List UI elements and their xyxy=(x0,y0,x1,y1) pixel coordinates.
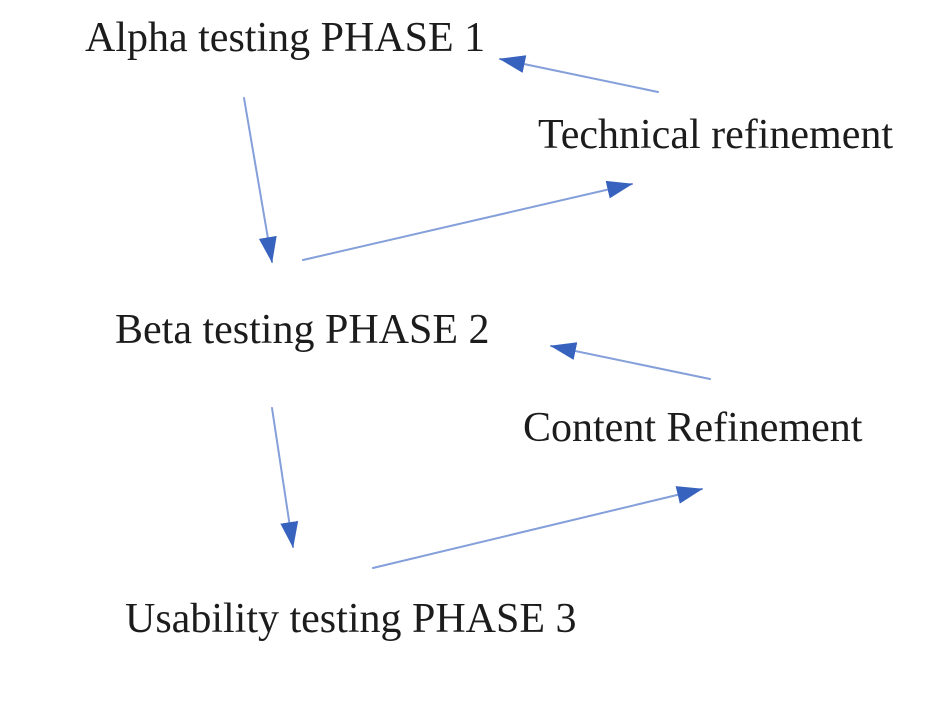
arrow-usability-to-content xyxy=(372,486,703,569)
arrow-content-to-beta xyxy=(550,342,711,380)
arrow-alpha-to-beta xyxy=(243,97,277,263)
node-technical-refinement: Technical refinement xyxy=(538,112,894,158)
arrow-beta-to-technical xyxy=(302,180,633,261)
node-content-refinement: Content Refinement xyxy=(523,405,863,451)
node-beta-testing-phase-2: Beta testing PHASE 2 xyxy=(115,307,490,353)
node-alpha-testing-phase-1: Alpha testing PHASE 1 xyxy=(85,15,486,61)
node-usability-testing-phase-3: Usability testing PHASE 3 xyxy=(125,596,577,642)
arrow-beta-to-usability xyxy=(271,407,299,548)
arrow-technical-to-alpha xyxy=(499,55,659,93)
